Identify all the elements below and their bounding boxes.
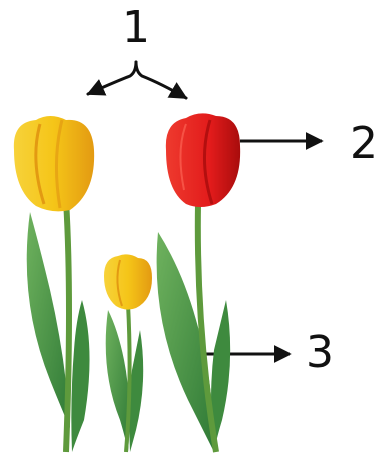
brace-arrows [88, 62, 186, 98]
yellow-tulip-small [104, 254, 152, 452]
label-1: 1 [122, 2, 150, 53]
red-tulip [157, 113, 241, 452]
label-3: 3 [306, 327, 334, 378]
label-2: 2 [350, 118, 378, 169]
yellow-tulip-left [14, 116, 94, 452]
